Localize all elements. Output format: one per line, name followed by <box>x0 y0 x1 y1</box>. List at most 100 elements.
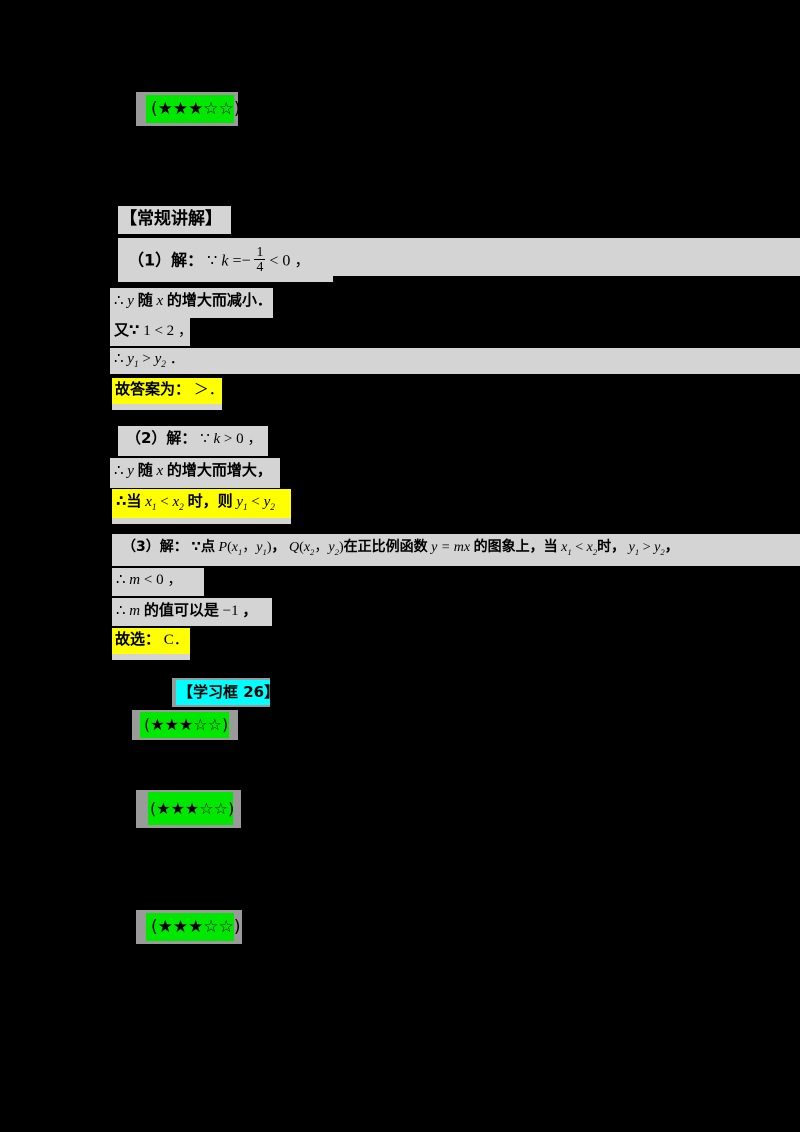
rating-bottom-stars: (★★★☆☆) <box>151 917 241 937</box>
part3-x1b: x <box>561 540 568 555</box>
part2-conclusion: ∴当 x1 < x2 时，则 y1 < y2 <box>116 494 275 513</box>
part3-x2: x <box>303 540 311 555</box>
part3-m-ineq: < 0 ， <box>143 572 183 588</box>
part2-k-ineq: > 0 ， <box>223 431 263 447</box>
part3-P: P <box>218 540 228 555</box>
part1-x-var: x <box>156 293 164 309</box>
part3-choice-label: 故选： <box>115 630 161 648</box>
part3-Q: Q <box>289 540 300 555</box>
part3-line2: ∴ m < 0 ， <box>116 573 182 588</box>
part2-y-var: y <box>127 463 134 479</box>
part1-y-var: y <box>127 293 134 309</box>
part1-line3-ineq: 1 < 2 ， <box>143 323 193 339</box>
study-box-badge <box>176 680 270 705</box>
part2-x2: x <box>172 494 180 510</box>
part1-line2: ∴ y 随 x 的增大而减小． <box>114 293 272 309</box>
part3-line1-end: ， <box>664 539 679 555</box>
part3-paren2: ) <box>266 540 272 555</box>
part2-dang: ∴当 <box>116 492 142 510</box>
part3-y1b: y <box>628 540 635 555</box>
part3-comma1: ， <box>242 540 257 555</box>
part3-m-var2: m <box>129 603 141 619</box>
part2-line2: ∴ y 随 x 的增大而增大， <box>114 463 272 479</box>
part2-therefore: ∴ <box>114 463 124 479</box>
part2-y1: y <box>236 494 243 510</box>
part3-x2b-sub: 2 <box>592 546 598 557</box>
part2-y1-sub: 1 <box>243 503 248 513</box>
part3-x1b-sub: 1 <box>567 546 572 557</box>
part3-m-var1: m <box>129 572 141 588</box>
part3-because-point: ∵点 <box>191 539 215 555</box>
part1-fraction-denominator: 4 <box>256 259 264 275</box>
part3-paren4: ) <box>338 540 344 555</box>
rating-top-stars: (★★★☆☆) <box>151 99 241 119</box>
part1-therefore-symbol: ∴ <box>114 293 124 309</box>
part3-therefore2: ∴ <box>116 603 126 619</box>
part3-line3: ∴ m 的值可以是 −1 ， <box>116 603 257 619</box>
part1-line1: （1）解： ∵ k =− 1 4 < 0 ， <box>128 244 311 275</box>
part1-answer-band-under <box>112 404 222 410</box>
part3-y1-sub: 1 <box>262 546 267 557</box>
rating-box26-stars: (★★★☆☆) <box>144 715 229 734</box>
part3-choice-highlight <box>112 628 190 654</box>
part2-lt2: < <box>251 494 260 510</box>
part2-shi-ze: 时，则 <box>187 492 233 510</box>
part2-label: （2）解： <box>126 429 197 447</box>
part3-paren3: ( <box>299 540 304 555</box>
part1-line4-y2: y <box>154 351 162 367</box>
rating-bottom-badge <box>146 913 234 941</box>
part2-line2-band <box>110 458 280 488</box>
part1-k: k <box>221 252 229 270</box>
part3-y2-sub: 2 <box>334 546 339 557</box>
part3-function: y = mx <box>431 540 471 555</box>
part2-x-var: x <box>156 463 164 479</box>
part3-line3-band <box>112 598 272 626</box>
part3-sep: ， <box>271 539 286 555</box>
part3-y2b-sub: 2 <box>660 546 665 557</box>
part3-line3-end: ， <box>242 601 258 619</box>
part3-label: （3）解： <box>122 539 188 555</box>
part2-y2-sub: 2 <box>270 503 275 513</box>
part1-line4-gt: > <box>142 351 151 367</box>
part3-y1: y <box>256 540 263 555</box>
part1-ineq: < 0 ， <box>269 252 311 270</box>
part1-line4-therefore: ∴ <box>114 351 124 367</box>
part1-line1-band-left <box>118 238 333 282</box>
part3-gt: > <box>642 540 651 555</box>
part2-conclusion-highlight <box>112 489 291 518</box>
part3-paren1: ( <box>227 540 232 555</box>
part3-y2: y <box>328 540 335 555</box>
part3-lt: < <box>575 540 584 555</box>
part1-line4-end: ． <box>169 351 185 367</box>
part2-line1-band <box>118 426 268 456</box>
part1-line4-band <box>110 348 800 374</box>
part3-line1-band <box>112 534 800 566</box>
part1-you-because: 又∵ <box>114 321 140 339</box>
part3-x2b: x <box>586 540 593 555</box>
part3-comma2: ， <box>314 540 329 555</box>
part3-choice-value: C． <box>163 632 189 648</box>
part1-fraction: 1 4 <box>254 244 266 275</box>
part3-value: −1 <box>222 603 239 619</box>
part2-y2: y <box>263 494 271 510</box>
part1-answer: 故答案为： ＞． <box>115 382 224 398</box>
part1-line2-tail: 的增大而减小． <box>166 291 272 309</box>
part2-x1: x <box>145 494 152 510</box>
part2-conclusion-band-under <box>112 518 291 524</box>
part3-func-text: 在正比例函数 <box>343 539 428 555</box>
part3-x1-sub: 1 <box>237 546 243 557</box>
part3-line1: （3）解： ∵点 P(x1，y1)， Q(x2，y2)在正比例函数 y = mx… <box>122 540 679 556</box>
part3-x2-sub: 2 <box>310 546 315 557</box>
part3-graph-text: 的图象上，当 <box>473 539 558 555</box>
part2-x1-sub: 1 <box>151 503 157 513</box>
part2-sui: 随 <box>137 461 153 479</box>
part1-sui: 随 <box>137 291 153 309</box>
part3-line2-band <box>112 568 204 596</box>
part1-line4-sub2: 2 <box>161 360 166 370</box>
part1-because-symbol: ∵ <box>207 252 218 270</box>
part1-line3: 又∵ 1 < 2 ， <box>114 323 193 339</box>
part3-choice-band-under <box>112 654 190 660</box>
part2-line1: （2）解： ∵ k > 0 ， <box>126 431 262 447</box>
part3-value-text: 的值可以是 <box>143 601 219 619</box>
